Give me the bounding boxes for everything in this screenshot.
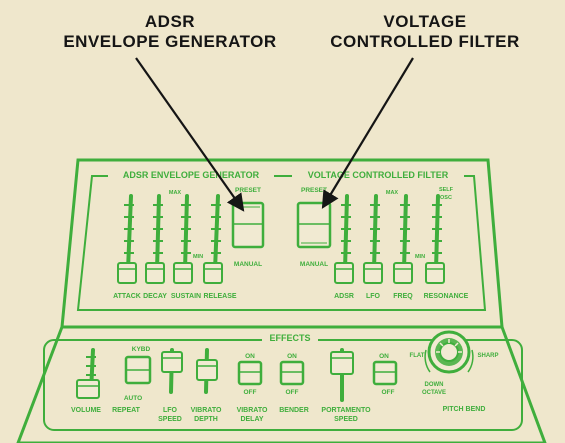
down-octave-label-line1: DOWN (425, 382, 444, 388)
section-adsr-backdrop (108, 165, 274, 181)
callout-arrow-adsr (135, 57, 245, 212)
label-pitch-bend: PITCH BEND (443, 406, 486, 413)
slider-vcf-freq[interactable] (393, 194, 413, 284)
label-repeat: REPEAT (112, 407, 141, 414)
vibrato-delay-off-label: OFF (244, 389, 257, 396)
label-vcf-adsr: ADSR (334, 293, 354, 300)
freq-min-label: MIN (415, 254, 425, 260)
manual-label-left: MANUAL (234, 261, 262, 268)
label-attack: ATTACK (113, 293, 141, 300)
section-title-vcf: VOLTAGE CONTROLLED FILTER (308, 170, 449, 180)
slider-vcf-resonance[interactable] (425, 194, 445, 284)
pitch-bend-sharp-arc (467, 349, 474, 373)
vibrato-delay-on-label: ON (245, 353, 255, 360)
bender-off-label: OFF (286, 389, 299, 396)
portamento-switch[interactable] (372, 360, 398, 386)
self-osc-label-line2: OSC (440, 195, 452, 201)
label-volume: VOLUME (71, 407, 101, 414)
label-release: RELEASE (203, 293, 236, 300)
slider-decay[interactable] (145, 194, 165, 284)
callout-adsr-line2: ENVELOPE GENERATOR (63, 32, 277, 51)
slider-vcf-lfo[interactable] (363, 194, 383, 284)
flat-label: FLAT (410, 353, 425, 359)
bender-switch[interactable] (279, 360, 305, 386)
label-sustain: SUSTAIN (171, 293, 201, 300)
label-vcf-lfo: LFO (366, 293, 381, 300)
callout-adsr-line1: ADSR (144, 12, 196, 31)
kybd-label: KYBD (132, 346, 151, 353)
bender-on-label: ON (287, 353, 297, 360)
callout-adsr: ADSR ENVELOPE GENERATOR (50, 12, 290, 52)
slider-vcf-adsr[interactable] (334, 194, 354, 284)
pitch-bend-flat-arc (424, 349, 431, 373)
self-osc-label-line1: SELF (439, 187, 454, 193)
label-lfo-speed-line2: SPEED (158, 416, 182, 423)
slider-portamento-speed[interactable] (330, 348, 354, 402)
callout-vcf-line1: VOLTAGE (383, 12, 467, 31)
label-vcf-resonance: RESONANCE (424, 293, 469, 300)
label-vibrato-delay-line1: VIBRATO (237, 407, 268, 414)
sharp-label: SHARP (477, 353, 498, 359)
pitch-bend-knob[interactable] (427, 330, 471, 374)
label-vibrato-depth-line1: VIBRATO (191, 407, 222, 414)
label-bender: BENDER (279, 407, 309, 414)
label-decay: DECAY (143, 293, 167, 300)
preset-label-right: PRESET (301, 187, 327, 194)
portamento-on-label: ON (379, 353, 389, 360)
slider-vibrato-depth[interactable] (196, 348, 218, 394)
callout-arrow-vcf (321, 57, 414, 209)
portamento-off-label: OFF (382, 389, 395, 396)
slider-attack[interactable] (117, 194, 137, 284)
repeat-switch[interactable] (124, 355, 152, 385)
label-vibrato-delay-line2: DELAY (240, 416, 263, 423)
preset-manual-switch-vcf[interactable] (296, 201, 332, 249)
label-lfo-speed-line1: LFO (163, 407, 178, 414)
sustain-min-label: MIN (193, 254, 203, 260)
auto-label: AUTO (124, 395, 142, 402)
callout-vcf-line2: CONTROLLED FILTER (330, 32, 520, 51)
slider-sustain[interactable] (173, 194, 193, 284)
section-title-adsr: ADSR ENVELOPE GENERATOR (123, 170, 260, 180)
slider-lfo-speed[interactable] (161, 348, 183, 394)
label-portamento-speed-line1: PORTAMENTO (321, 407, 371, 414)
sustain-max-label: MAX (169, 190, 182, 196)
label-vibrato-depth-line2: DEPTH (194, 416, 218, 423)
callout-vcf: VOLTAGE CONTROLLED FILTER (305, 12, 545, 52)
preset-manual-switch-adsr[interactable] (231, 201, 265, 249)
section-title-effects: EFFECTS (269, 333, 310, 343)
label-vcf-freq: FREQ (393, 293, 413, 300)
vibrato-delay-switch[interactable] (237, 360, 263, 386)
freq-max-label: MAX (386, 190, 399, 196)
slider-volume[interactable] (76, 348, 100, 399)
manual-label-right: MANUAL (300, 261, 328, 268)
label-portamento-speed-line2: SPEED (334, 416, 358, 423)
section-vcf-backdrop (292, 165, 464, 181)
down-octave-label-line2: OCTAVE (422, 390, 446, 396)
preset-label-left: PRESET (235, 187, 261, 194)
slider-release[interactable] (203, 194, 223, 284)
section-effects-backdrop (262, 330, 318, 344)
